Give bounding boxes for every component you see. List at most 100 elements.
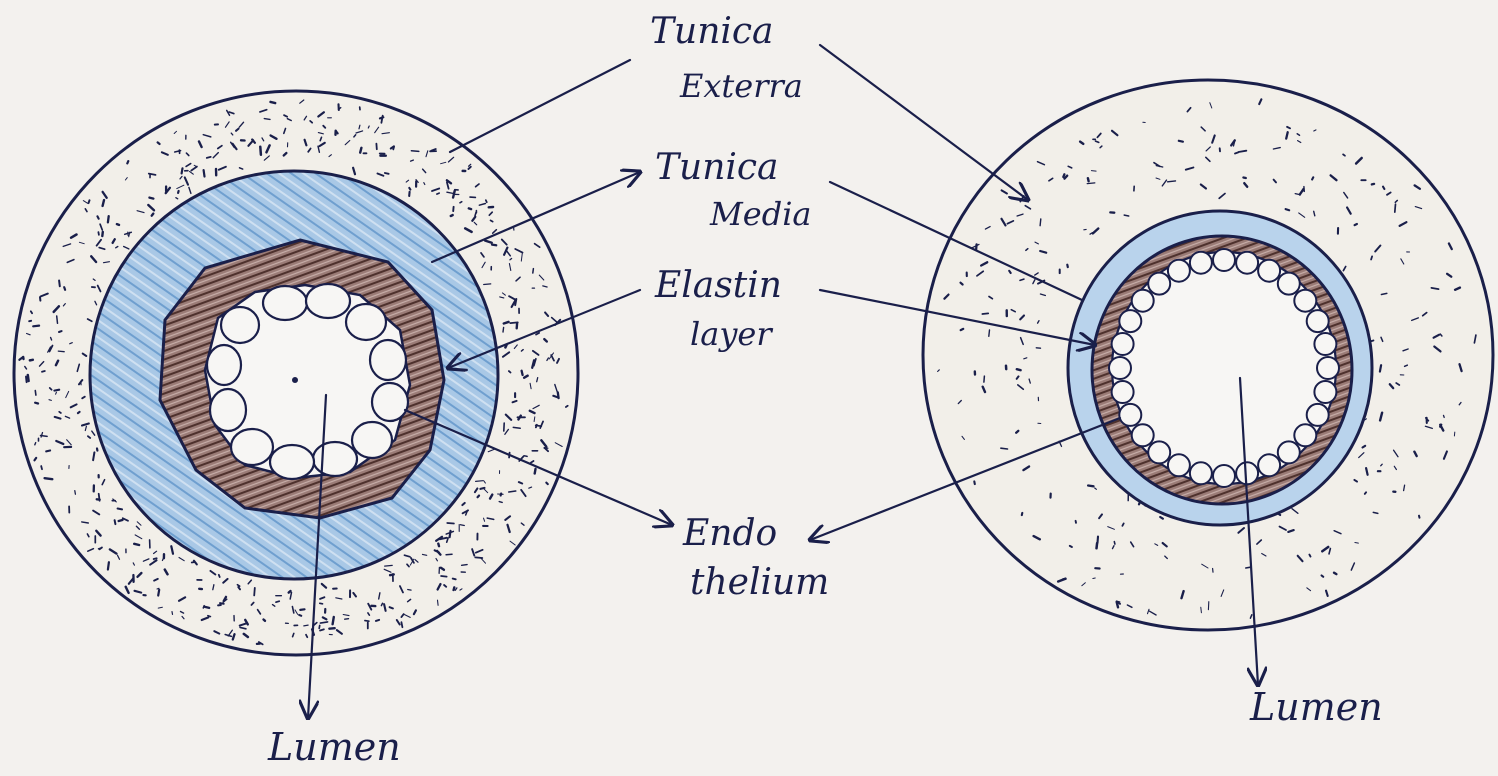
texture-mark [1239, 151, 1247, 152]
texture-mark [384, 604, 386, 611]
texture-mark [454, 587, 455, 590]
label-endothelium-line1: Endo [683, 516, 777, 552]
endothelial-cell [1307, 404, 1329, 426]
texture-mark [260, 147, 261, 155]
texture-mark [1088, 178, 1089, 181]
texture-mark [26, 377, 27, 383]
texture-mark [28, 375, 29, 381]
texture-mark [460, 202, 462, 203]
texture-mark [57, 316, 58, 323]
endothelial-cell [1314, 333, 1336, 355]
texture-mark [127, 161, 128, 163]
endothelial-cell [1112, 333, 1134, 355]
texture-mark [276, 601, 279, 602]
texture-mark [1355, 224, 1357, 225]
texture-mark [70, 343, 72, 344]
texture-mark [205, 607, 210, 608]
texture-mark [381, 603, 382, 605]
texture-mark [509, 491, 516, 492]
texture-mark [503, 328, 504, 333]
texture-mark [35, 403, 38, 404]
texture-mark [78, 412, 80, 413]
texture-mark [513, 401, 517, 402]
texture-mark [476, 481, 483, 482]
texture-mark [299, 615, 301, 616]
texture-mark [1383, 187, 1384, 189]
texture-mark [59, 281, 60, 287]
texture-mark [238, 587, 240, 589]
texture-mark [293, 633, 294, 636]
texture-mark [41, 466, 42, 469]
texture-mark [46, 451, 50, 452]
texture-mark [437, 193, 439, 194]
texture-mark [1009, 271, 1011, 273]
texture-mark [108, 216, 109, 222]
endothelial-cell [1119, 310, 1141, 332]
vein-lumen-area [1112, 252, 1336, 484]
artery-cross-section [14, 91, 578, 655]
label-lumen-left: Lumen [268, 728, 401, 766]
endothelial-cell [1317, 357, 1339, 379]
texture-mark [1431, 288, 1438, 289]
texture-mark [447, 523, 454, 524]
texture-mark [1070, 546, 1072, 547]
texture-mark [119, 520, 123, 521]
texture-mark [304, 625, 308, 626]
texture-mark [535, 469, 536, 474]
texture-mark [401, 622, 402, 627]
texture-mark [982, 313, 988, 314]
texture-mark [103, 200, 104, 206]
label-tunica-media-line2: Media [710, 198, 812, 230]
texture-mark [1395, 204, 1396, 212]
endothelial-cell [1168, 454, 1190, 476]
texture-mark [519, 482, 522, 483]
texture-mark [510, 322, 518, 323]
texture-mark [264, 119, 270, 120]
pointer-externa-right [820, 45, 1028, 200]
texture-mark [381, 116, 382, 123]
label-elastin-line2: layer [690, 318, 772, 350]
texture-mark [54, 390, 59, 391]
texture-mark [1243, 178, 1245, 179]
texture-mark [31, 311, 32, 313]
texture-mark [220, 603, 224, 604]
texture-mark [254, 588, 255, 596]
texture-mark [1179, 141, 1183, 142]
texture-mark [1040, 219, 1041, 226]
texture-mark [1093, 578, 1095, 579]
endothelial-cell [1278, 441, 1300, 463]
texture-mark [446, 554, 452, 555]
texture-mark [408, 590, 411, 591]
endothelial-cell [1168, 260, 1190, 282]
label-lumen-right: Lumen [1250, 688, 1383, 726]
texture-mark [176, 198, 178, 199]
texture-mark [319, 626, 320, 629]
texture-mark [98, 232, 99, 235]
endothelial-cell [1314, 381, 1336, 403]
texture-mark [1098, 537, 1099, 543]
texture-mark [491, 220, 493, 221]
texture-mark [961, 329, 964, 330]
texture-mark [499, 502, 502, 503]
endothelial-cell [1132, 290, 1154, 312]
texture-mark [35, 443, 36, 445]
texture-mark [533, 269, 534, 273]
texture-mark [1235, 152, 1238, 153]
texture-mark [45, 478, 53, 479]
texture-mark [390, 607, 393, 608]
endothelial-cell [1294, 424, 1316, 446]
texture-mark [51, 338, 52, 341]
texture-mark [1419, 516, 1420, 518]
texture-mark [546, 483, 548, 485]
texture-mark [320, 629, 324, 630]
texture-mark [961, 283, 963, 285]
texture-mark [264, 620, 266, 621]
vein-cross-section [923, 80, 1493, 630]
endothelial-cell [1148, 441, 1170, 463]
texture-mark [207, 157, 211, 158]
texture-mark [411, 151, 418, 152]
texture-mark [534, 417, 535, 422]
texture-mark [441, 576, 447, 577]
texture-mark [154, 558, 157, 559]
